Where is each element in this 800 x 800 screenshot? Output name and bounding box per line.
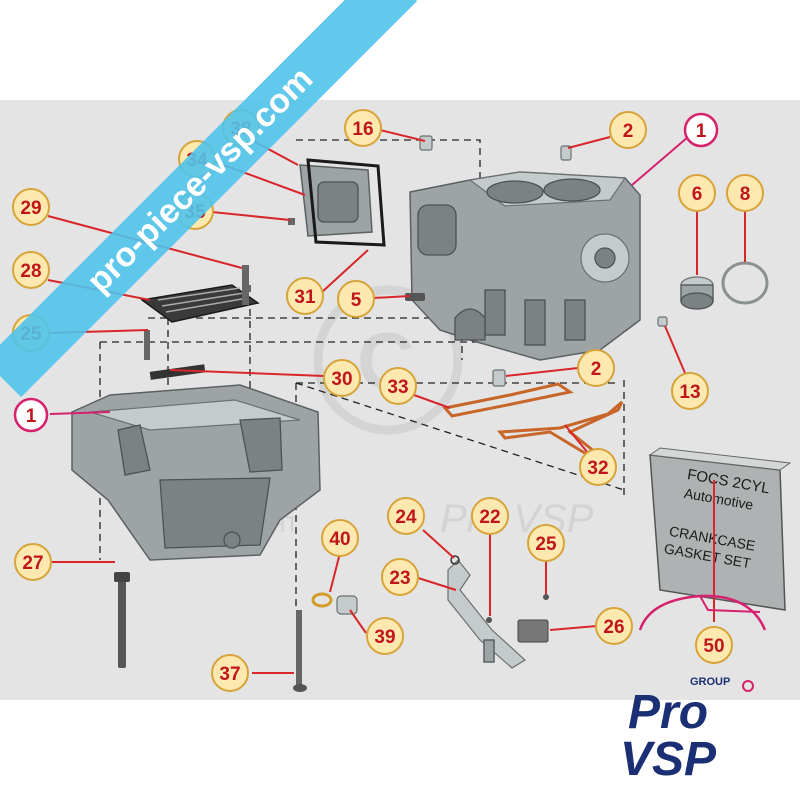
svg-text:1: 1	[696, 121, 707, 142]
svg-text:22: 22	[479, 507, 500, 528]
callout-40: 40	[321, 519, 359, 557]
svg-text:2: 2	[591, 359, 602, 380]
logo-group-text: GROUP	[690, 676, 730, 688]
baffle-plate	[140, 284, 260, 380]
svg-text:23: 23	[389, 568, 410, 589]
watermark-brand: Pro VSP	[440, 497, 594, 541]
callout-2-top: 2	[609, 111, 647, 149]
svg-text:25: 25	[535, 534, 557, 555]
gasket-32	[496, 400, 624, 457]
callout-50: 50	[695, 626, 733, 664]
svg-text:31: 31	[294, 287, 316, 308]
callout-23: 23	[381, 558, 419, 596]
svg-text:29: 29	[20, 198, 41, 219]
svg-text:30: 30	[331, 369, 352, 390]
svg-text:37: 37	[219, 664, 240, 685]
callout-22: 22	[471, 497, 509, 535]
oil-pan	[71, 384, 321, 561]
gasket-33	[442, 382, 574, 418]
svg-text:27: 27	[22, 553, 43, 574]
logo-pro-text: Pro	[628, 686, 708, 739]
callout-30: 30	[323, 359, 361, 397]
callout-28: 28	[12, 251, 50, 289]
callout-24: 24	[387, 497, 425, 535]
callout-39: 39	[366, 617, 404, 655]
gasket-kit-box: FOCS 2CYL Automotive CRANKCASE GASKET SE…	[648, 447, 792, 611]
callout-37: 37	[211, 654, 249, 692]
copyright-watermark: C COPYRIGHT Pro VSP	[168, 285, 594, 541]
svg-text:8: 8	[740, 184, 751, 205]
svg-text:6: 6	[692, 184, 703, 205]
svg-text:1: 1	[26, 406, 37, 427]
bearing-shells	[680, 276, 714, 310]
svg-text:50: 50	[703, 636, 724, 657]
small-parts	[114, 135, 668, 692]
callout-26: 26	[595, 607, 633, 645]
callout-25-right: 25	[527, 524, 565, 562]
svg-text:5: 5	[351, 290, 362, 311]
callout-5: 5	[337, 280, 375, 318]
callout-32: 32	[579, 448, 617, 486]
svg-text:13: 13	[679, 382, 700, 403]
callout-31: 31	[286, 277, 324, 315]
svg-text:16: 16	[352, 119, 373, 140]
callout-2-lower: 2	[577, 349, 615, 387]
callout-29: 29	[12, 188, 50, 226]
callout-27: 27	[14, 543, 52, 581]
svg-text:24: 24	[395, 507, 417, 528]
svg-text:39: 39	[374, 627, 395, 648]
provsp-logo: GROUP Pro VSP	[620, 594, 767, 786]
svg-text:26: 26	[603, 617, 624, 638]
svg-text:32: 32	[587, 458, 608, 479]
callout-13: 13	[671, 372, 709, 410]
callout-16: 16	[344, 109, 382, 147]
timing-cover	[299, 158, 386, 247]
logo-vsp-text: VSP	[620, 733, 717, 786]
callout-1-pan: 1	[13, 397, 49, 433]
site-banner-text: pro-piece-vsp.com	[80, 60, 321, 301]
svg-text:40: 40	[329, 529, 350, 550]
thrust-ring	[721, 261, 769, 305]
svg-text:28: 28	[20, 261, 41, 282]
callout-1-block: 1	[683, 112, 719, 148]
callout-33: 33	[379, 367, 417, 405]
svg-text:2: 2	[623, 121, 634, 142]
svg-text:33: 33	[387, 377, 408, 398]
callout-8: 8	[726, 174, 764, 212]
callout-6: 6	[678, 174, 716, 212]
engine-block	[409, 171, 641, 361]
